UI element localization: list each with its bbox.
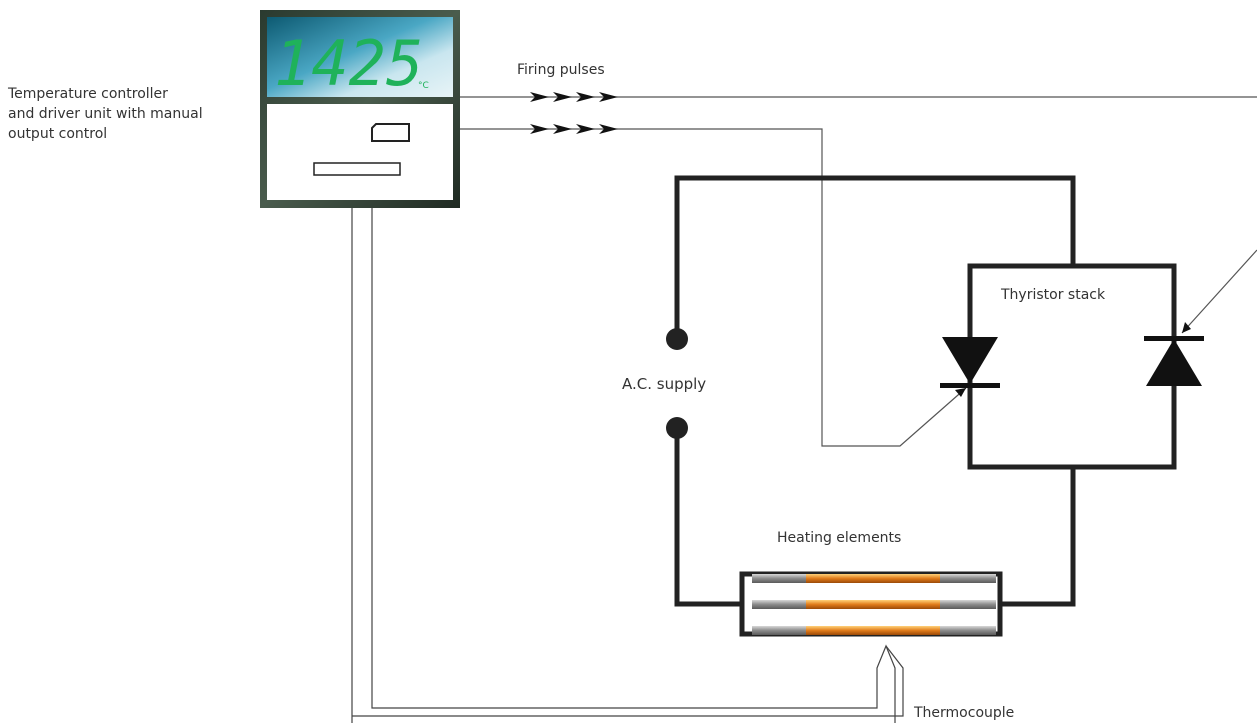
firing-line-right <box>1181 249 1257 334</box>
display-reading: 1425 <box>274 27 423 100</box>
temperature-controller: 1425 °C <box>260 10 460 208</box>
thyristor-stack-label: Thyristor stack <box>1001 287 1106 303</box>
thermocouple-lead-return <box>352 645 904 717</box>
display-unit: °C <box>418 81 429 91</box>
stack-to-heater-wire <box>1000 467 1076 607</box>
pulse-arrow-upper <box>530 92 618 102</box>
ac-terminal-bottom <box>666 417 688 439</box>
manual-output-switch-icon <box>371 123 410 142</box>
ac-terminal-top <box>666 328 688 350</box>
thermocouple-lead-inner <box>371 208 896 723</box>
thyristor-left <box>940 337 1000 388</box>
controller-label-line-1: Temperature controller <box>8 86 168 102</box>
gate-arrow-left <box>955 388 966 397</box>
supply-wire-bottom <box>674 428 742 607</box>
firing-line-lower <box>460 128 967 447</box>
controller-panel <box>267 104 453 200</box>
output-bar <box>313 162 401 176</box>
controller-label-line-2: and driver unit with manual <box>8 106 203 122</box>
supply-wire-top <box>674 175 1076 337</box>
thyristor-right <box>1144 336 1204 386</box>
heating-rod-2 <box>752 600 996 609</box>
thermocouple-lines <box>351 208 904 723</box>
heating-elements <box>752 574 996 635</box>
thyristor-stack-box <box>967 263 1177 470</box>
firing-pulses-label: Firing pulses <box>517 62 605 78</box>
pulse-arrows <box>530 92 1191 397</box>
firing-pulse-lines <box>460 96 1257 447</box>
heating-rod-3 <box>752 626 996 635</box>
heating-rod-1 <box>752 574 996 583</box>
gate-arrow-right <box>1182 322 1191 333</box>
controller-label: Temperature controller and driver unit w… <box>8 84 203 144</box>
pulse-arrow-lower <box>530 124 618 134</box>
thermocouple-label: Thermocouple <box>914 705 1015 721</box>
heating-elements-label: Heating elements <box>777 530 902 546</box>
power-circuit <box>674 175 1177 637</box>
controller-label-line-3: output control <box>8 126 108 142</box>
ac-supply-label: A.C. supply <box>622 375 707 393</box>
display-screen <box>267 17 453 97</box>
